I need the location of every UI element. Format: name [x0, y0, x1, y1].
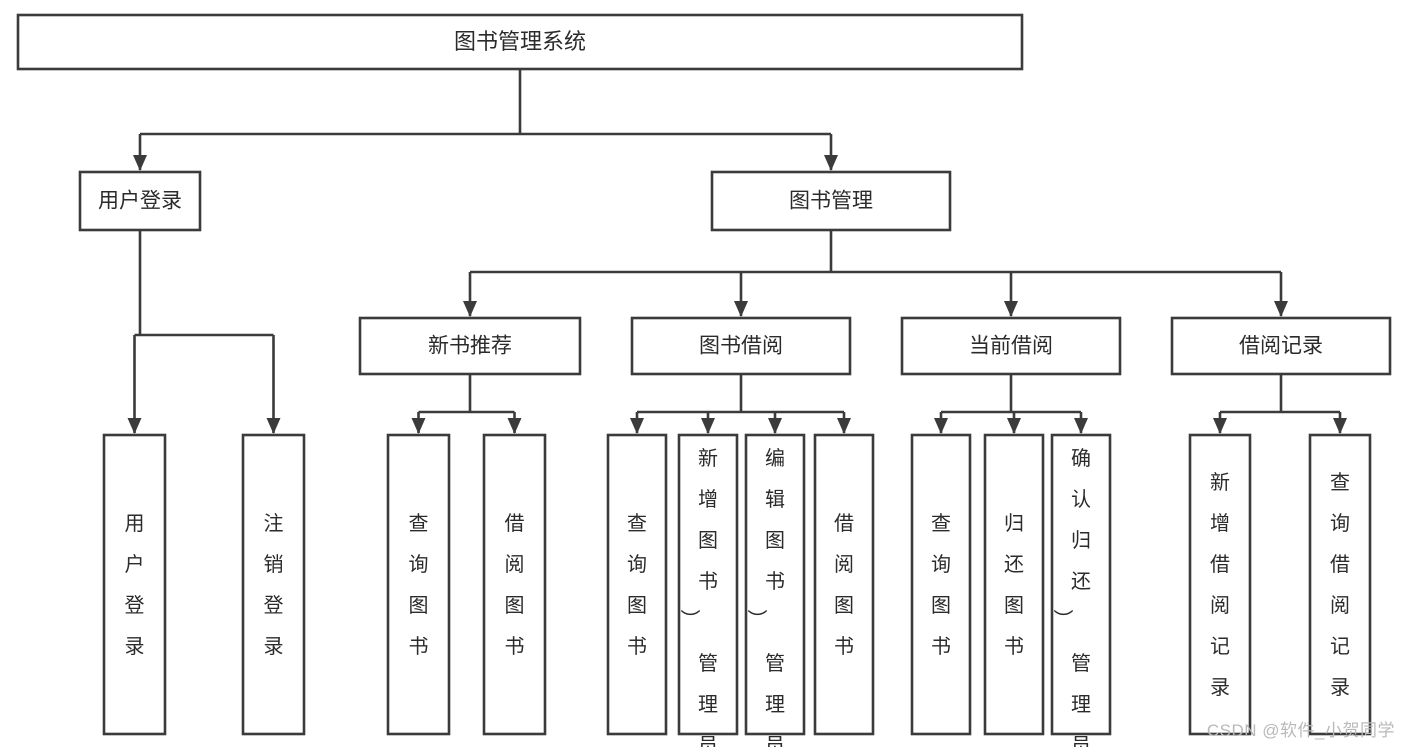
node-rect [1188, 433, 1252, 736]
root-node-root[interactable]: 图书管理系统 [16, 13, 1024, 71]
arrow-head-icon [1213, 418, 1227, 434]
node-rect [983, 433, 1045, 736]
arrow-head-icon [1004, 301, 1018, 317]
arrow-head-icon [507, 418, 522, 434]
node-rect [606, 433, 668, 736]
node-rect [677, 433, 739, 736]
leaf-node-leaf-add-book-admin[interactable]: 新增图书（管理员） [677, 433, 739, 752]
leaf-node-leaf-add-borrow-record[interactable]: 新增借阅记录 [1188, 433, 1252, 736]
leaf-node-label: 新增借阅记录 [1210, 471, 1230, 699]
leaf-node-label: 借阅图书 [834, 512, 854, 658]
leaf-node-label: 借阅图书 [505, 512, 525, 658]
leaf-node-leaf-edit-book-admin[interactable]: 编辑图书（管理员） [744, 433, 806, 752]
node-rect [1170, 316, 1392, 376]
arrow-head-icon [463, 301, 477, 317]
node-rect [16, 13, 1024, 71]
leaf-node-label: 查询图书 [409, 512, 429, 658]
node-rect [710, 170, 952, 232]
leaf-node-leaf-query-book-borrow[interactable]: 查询图书 [606, 433, 668, 736]
node-rect [78, 170, 202, 232]
leaf-node-leaf-query-book-current[interactable]: 查询图书 [910, 433, 972, 736]
arrow-head-icon [1007, 418, 1021, 434]
node-label: 图书借阅 [699, 335, 783, 358]
level3-node-borrow-record[interactable]: 借阅记录 [1170, 316, 1392, 376]
arrow-head-icon [837, 418, 851, 434]
connector-layer [127, 69, 1347, 434]
leaf-node-leaf-borrow-book[interactable]: 借阅图书 [813, 433, 875, 736]
leaf-node-leaf-query-book-new[interactable]: 查询图书 [386, 433, 451, 736]
node-label: 用户登录 [98, 190, 182, 213]
leaf-node-leaf-query-borrow-record[interactable]: 查询借阅记录 [1308, 433, 1372, 736]
node-rect [910, 433, 972, 736]
arrow-head-icon [1274, 301, 1288, 317]
leaf-node-label: 注销登录 [264, 512, 284, 658]
arrow-head-icon [701, 418, 715, 434]
leaf-node-leaf-logout[interactable]: 注销登录 [241, 433, 306, 736]
level2-node-user-login[interactable]: 用户登录 [78, 170, 202, 232]
node-rect [358, 316, 582, 376]
leaf-node-label: 新增图书（管理员） [680, 447, 718, 747]
leaf-node-leaf-confirm-return-admin[interactable]: 确认归还（管理员） [1050, 433, 1112, 752]
arrow-head-icon [127, 418, 142, 434]
node-rect [482, 433, 547, 736]
node-layer: 图书管理系统用户登录图书管理新书推荐图书借阅当前借阅借阅记录用户登录注销登录查询… [16, 13, 1392, 752]
node-rect [386, 433, 451, 736]
arrow-head-icon [411, 418, 426, 434]
leaf-node-label: 查询图书 [627, 512, 647, 658]
node-rect [813, 433, 875, 736]
node-rect [102, 433, 167, 736]
arrow-head-icon [266, 418, 281, 434]
node-label: 新书推荐 [428, 335, 512, 358]
node-label: 图书管理系统 [454, 29, 586, 54]
arrow-head-icon [1074, 418, 1088, 434]
node-label: 借阅记录 [1239, 335, 1323, 358]
level3-node-book-borrow[interactable]: 图书借阅 [630, 316, 852, 376]
node-rect [241, 433, 306, 736]
arrow-head-icon [768, 418, 782, 434]
arrow-head-icon [824, 155, 838, 171]
node-label: 当前借阅 [969, 335, 1053, 358]
node-label: 图书管理 [789, 190, 873, 213]
node-rect [744, 433, 806, 736]
leaf-node-label: 归还图书 [1004, 512, 1024, 658]
node-rect [900, 316, 1122, 376]
node-rect [1308, 433, 1372, 736]
leaf-node-leaf-user-login[interactable]: 用户登录 [102, 433, 167, 736]
node-rect [630, 316, 852, 376]
leaf-node-label: 用户登录 [125, 513, 145, 658]
leaf-node-leaf-borrow-book-new[interactable]: 借阅图书 [482, 433, 547, 736]
arrow-head-icon [630, 418, 644, 434]
level3-node-new-book-recommend[interactable]: 新书推荐 [358, 316, 582, 376]
leaf-node-label: 查询图书 [931, 512, 951, 658]
level3-node-current-borrow[interactable]: 当前借阅 [900, 316, 1122, 376]
arrow-head-icon [1333, 418, 1347, 434]
node-rect [1050, 433, 1112, 736]
arrow-head-icon [934, 418, 948, 434]
level2-node-book-manage[interactable]: 图书管理 [710, 170, 952, 232]
leaf-node-leaf-return-book[interactable]: 归还图书 [983, 433, 1045, 736]
leaf-node-label: 查询借阅记录 [1330, 471, 1350, 699]
arrow-head-icon [133, 155, 147, 171]
arrow-head-icon [734, 301, 748, 317]
